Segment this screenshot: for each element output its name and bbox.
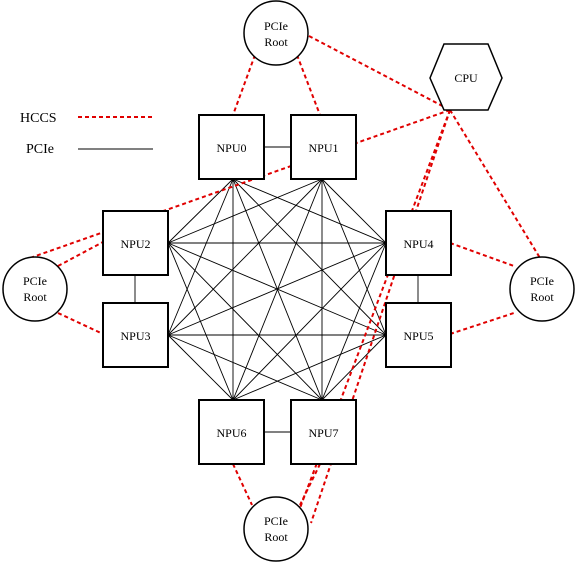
pcie-root-left-circle	[2, 256, 68, 322]
pcie-mesh-link-npu3-npu4	[167, 242, 387, 336]
npu5-label: NPU5	[403, 329, 433, 343]
npu0-box	[198, 114, 265, 180]
pcie-root-bottom-circle	[243, 496, 309, 562]
npu0-node: NPU0	[198, 114, 265, 180]
npu3-box	[102, 302, 169, 368]
npu3-node: NPU3	[102, 302, 169, 368]
legend-pcie-label: PCIe	[26, 142, 54, 157]
pcie-mesh-link-npu3-npu7	[167, 334, 323, 401]
hccs-link-root-bottom-npu7	[299, 463, 321, 506]
pcie-root-top-label-2: Root	[264, 35, 288, 49]
npu2-node: NPU2	[102, 210, 169, 276]
pcie-root-top: PCIe Root	[243, 0, 309, 66]
pcie-mesh-link-npu4-npu6	[232, 242, 387, 401]
pcie-root-bottom-label-1: PCIe	[264, 514, 288, 528]
pcie-mesh-link-npu3-npu6	[167, 334, 234, 401]
pcie-mesh-link-npu4-npu7	[321, 242, 387, 401]
pcie-root-right-circle	[509, 256, 575, 322]
hccs-link-cpu-root-right	[449, 109, 541, 259]
pcie-root-right-label-2: Root	[530, 290, 554, 304]
hccs-link-root-bottom-npu6	[232, 463, 253, 506]
legend-hccs-label: HCCS	[20, 111, 57, 126]
hccs-link-root-right-npu4	[449, 242, 515, 267]
pcie-root-bottom-label-2: Root	[264, 530, 288, 544]
npu1-label: NPU1	[308, 141, 338, 155]
npu2-box	[102, 210, 169, 276]
npu2-label: NPU2	[120, 237, 150, 251]
pcie-mesh-link-npu1-npu3	[167, 178, 323, 336]
pcie-root-left: PCIe Root	[2, 256, 68, 322]
npu7-node: NPU7	[290, 399, 357, 465]
hccs-links	[29, 35, 541, 524]
hccs-link-cpu-root-left	[29, 109, 451, 259]
npu4-box	[385, 210, 452, 276]
legend: HCCS PCIe	[20, 111, 153, 157]
npu7-box	[290, 399, 357, 465]
cpu-node: CPU	[429, 43, 503, 111]
npu5-node: NPU5	[385, 302, 452, 368]
pcie-mesh-link-npu1-npu2	[167, 178, 323, 244]
npu6-label: NPU6	[216, 426, 246, 440]
npu3-label: NPU3	[120, 329, 150, 343]
hccs-link-cpu-root-bottom-b	[310, 109, 451, 524]
pcie-mesh-link-npu1-npu4	[321, 178, 387, 244]
npu6-box	[198, 399, 265, 465]
pcie-root-top-label-1: PCIe	[264, 19, 288, 33]
pcie-root-top-circle	[243, 0, 309, 66]
npu4-label: NPU4	[403, 237, 433, 251]
npu0-label: NPU0	[216, 141, 246, 155]
npu1-box	[290, 114, 357, 180]
npu6-node: NPU6	[198, 399, 265, 465]
pcie-root-left-label-1: PCIe	[23, 274, 47, 288]
pcie-root-bottom: PCIe Root	[243, 496, 309, 562]
hccs-link-root-left-npu3	[57, 312, 104, 335]
hccs-link-root-top-cpu	[308, 35, 451, 111]
hccs-link-root-left-npu2	[57, 241, 104, 267]
cpu-hexagon	[429, 43, 503, 111]
pcie-mesh-link-npu5-npu6	[232, 334, 387, 401]
cpu-label: CPU	[454, 71, 478, 85]
npu-mesh-links	[167, 178, 387, 401]
pcie-root-right: PCIe Root	[509, 256, 575, 322]
pcie-mesh-link-npu2-npu7	[167, 242, 323, 401]
npu1-node: NPU1	[290, 114, 357, 180]
pcie-mesh-link-npu0-npu5	[232, 178, 387, 336]
pcie-mesh-link-npu0-npu2	[167, 178, 234, 244]
npu7-label: NPU7	[308, 426, 338, 440]
hccs-link-root-right-npu5	[449, 312, 515, 335]
pcie-root-right-label-1: PCIe	[530, 274, 554, 288]
hccs-link-cpu-root-bottom-a	[299, 109, 451, 509]
npu4-node: NPU4	[385, 210, 452, 276]
npu5-box	[385, 302, 452, 368]
hccs-link-root-top-npu0	[232, 54, 256, 116]
hccs-link-root-top-npu1	[296, 54, 321, 116]
pcie-root-left-label-2: Root	[23, 290, 47, 304]
